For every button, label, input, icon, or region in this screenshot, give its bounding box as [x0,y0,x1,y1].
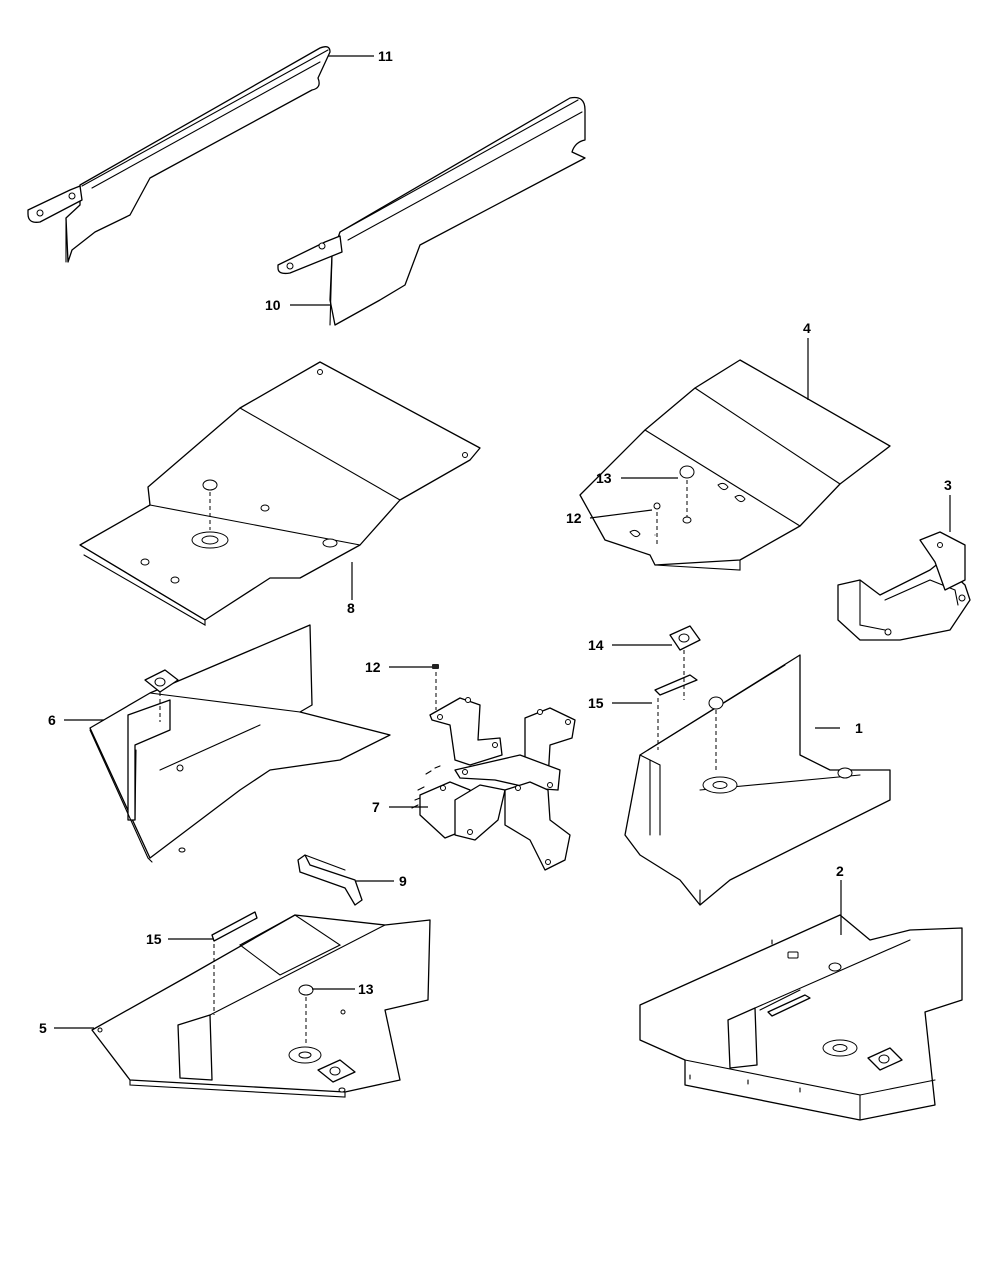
callout-14: 14 [588,637,604,653]
leader-lines [54,55,951,1029]
callout-2: 2 [836,863,844,879]
part-10-rail [277,96,586,326]
callout-12-upper: 12 [566,510,582,526]
callout-5: 5 [39,1020,47,1036]
part-5-tray [91,911,431,1098]
part-8-tray [79,361,481,626]
part-7-brackets [411,664,576,871]
callout-8: 8 [347,600,355,616]
callout-15-lower: 15 [146,931,162,947]
part-3-bracket [837,531,971,641]
callout-11: 11 [378,48,393,64]
callout-9: 9 [399,873,407,889]
callout-12-lower: 12 [365,659,381,675]
callout-15-upper: 15 [588,695,604,711]
callout-7: 7 [372,799,380,815]
part-2-tray [639,914,963,1121]
callout-13-lower: 13 [358,981,374,997]
callout-labels: 11 10 4 3 13 12 8 14 15 1 12 6 7 9 2 15 … [39,48,952,1036]
part-9-clip [297,854,363,906]
callout-13-upper: 13 [596,470,612,486]
callout-4: 4 [803,320,811,336]
callout-10: 10 [265,297,281,313]
part-6-tray [89,624,391,863]
part-11-rail [27,46,331,263]
callout-6: 6 [48,712,56,728]
callout-1: 1 [855,720,863,736]
callout-3: 3 [944,477,952,493]
part-1-tray [624,534,891,906]
part-4-tray [579,359,891,571]
